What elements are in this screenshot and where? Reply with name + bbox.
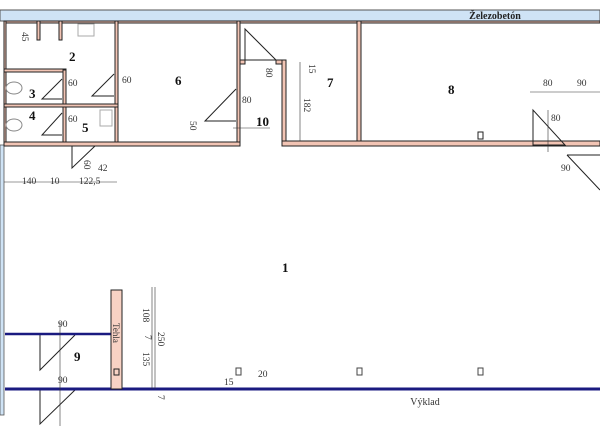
toilet-icon — [5, 118, 23, 132]
fixtures — [5, 23, 484, 376]
svg-text:1: 1 — [282, 260, 289, 275]
svg-text:8: 8 — [448, 82, 455, 97]
svg-text:3: 3 — [29, 86, 36, 101]
svg-text:135: 135 — [140, 352, 150, 367]
svg-text:250: 250 — [155, 332, 165, 347]
svg-text:90: 90 — [58, 320, 68, 330]
svg-text:9: 9 — [74, 349, 81, 364]
svg-text:60: 60 — [68, 79, 78, 89]
svg-text:7: 7 — [327, 75, 334, 90]
svg-text:2: 2 — [69, 49, 76, 64]
svg-text:7: 7 — [155, 395, 165, 400]
toilet-icon — [5, 81, 23, 95]
lower-partitions: Tehla — [5, 289, 600, 391]
svg-text:80: 80 — [263, 68, 273, 78]
svg-text:90: 90 — [561, 164, 571, 174]
room-labels: 2 3 4 5 6 10 7 8 1 9 — [29, 49, 455, 364]
svg-text:90: 90 — [58, 376, 68, 386]
dimension-texts: 45 60 60 60 60 80 80 50 15 182 80 90 80 … — [19, 32, 587, 400]
svg-text:60: 60 — [68, 115, 78, 125]
svg-text:7: 7 — [142, 335, 152, 340]
svg-text:182: 182 — [301, 98, 311, 113]
svg-text:5: 5 — [82, 120, 89, 135]
svg-text:6: 6 — [175, 73, 182, 88]
svg-text:90: 90 — [577, 79, 587, 89]
svg-text:122,5: 122,5 — [79, 177, 101, 187]
svg-text:80: 80 — [543, 79, 553, 89]
svg-text:108: 108 — [140, 308, 150, 323]
svg-text:20: 20 — [258, 370, 268, 380]
left-edge — [0, 144, 5, 416]
pillar-label: Tehla — [111, 323, 121, 343]
facade-label: Výklad — [410, 397, 439, 408]
band-label: Železobetón — [469, 10, 521, 22]
svg-text:42: 42 — [98, 164, 108, 174]
svg-text:15: 15 — [224, 378, 234, 388]
svg-text:10: 10 — [50, 177, 60, 187]
doors — [39, 27, 600, 426]
walls — [3, 20, 600, 147]
svg-text:45: 45 — [19, 32, 29, 42]
svg-text:140: 140 — [22, 177, 37, 187]
svg-text:50: 50 — [187, 121, 197, 131]
brick-pillar — [110, 289, 123, 390]
svg-text:10: 10 — [256, 114, 269, 129]
dimension-lines — [4, 62, 600, 426]
svg-text:4: 4 — [29, 108, 36, 123]
svg-text:15: 15 — [306, 64, 316, 74]
svg-text:60: 60 — [122, 76, 132, 86]
svg-text:80: 80 — [242, 96, 252, 106]
svg-text:80: 80 — [551, 114, 561, 124]
svg-text:60: 60 — [81, 160, 91, 170]
